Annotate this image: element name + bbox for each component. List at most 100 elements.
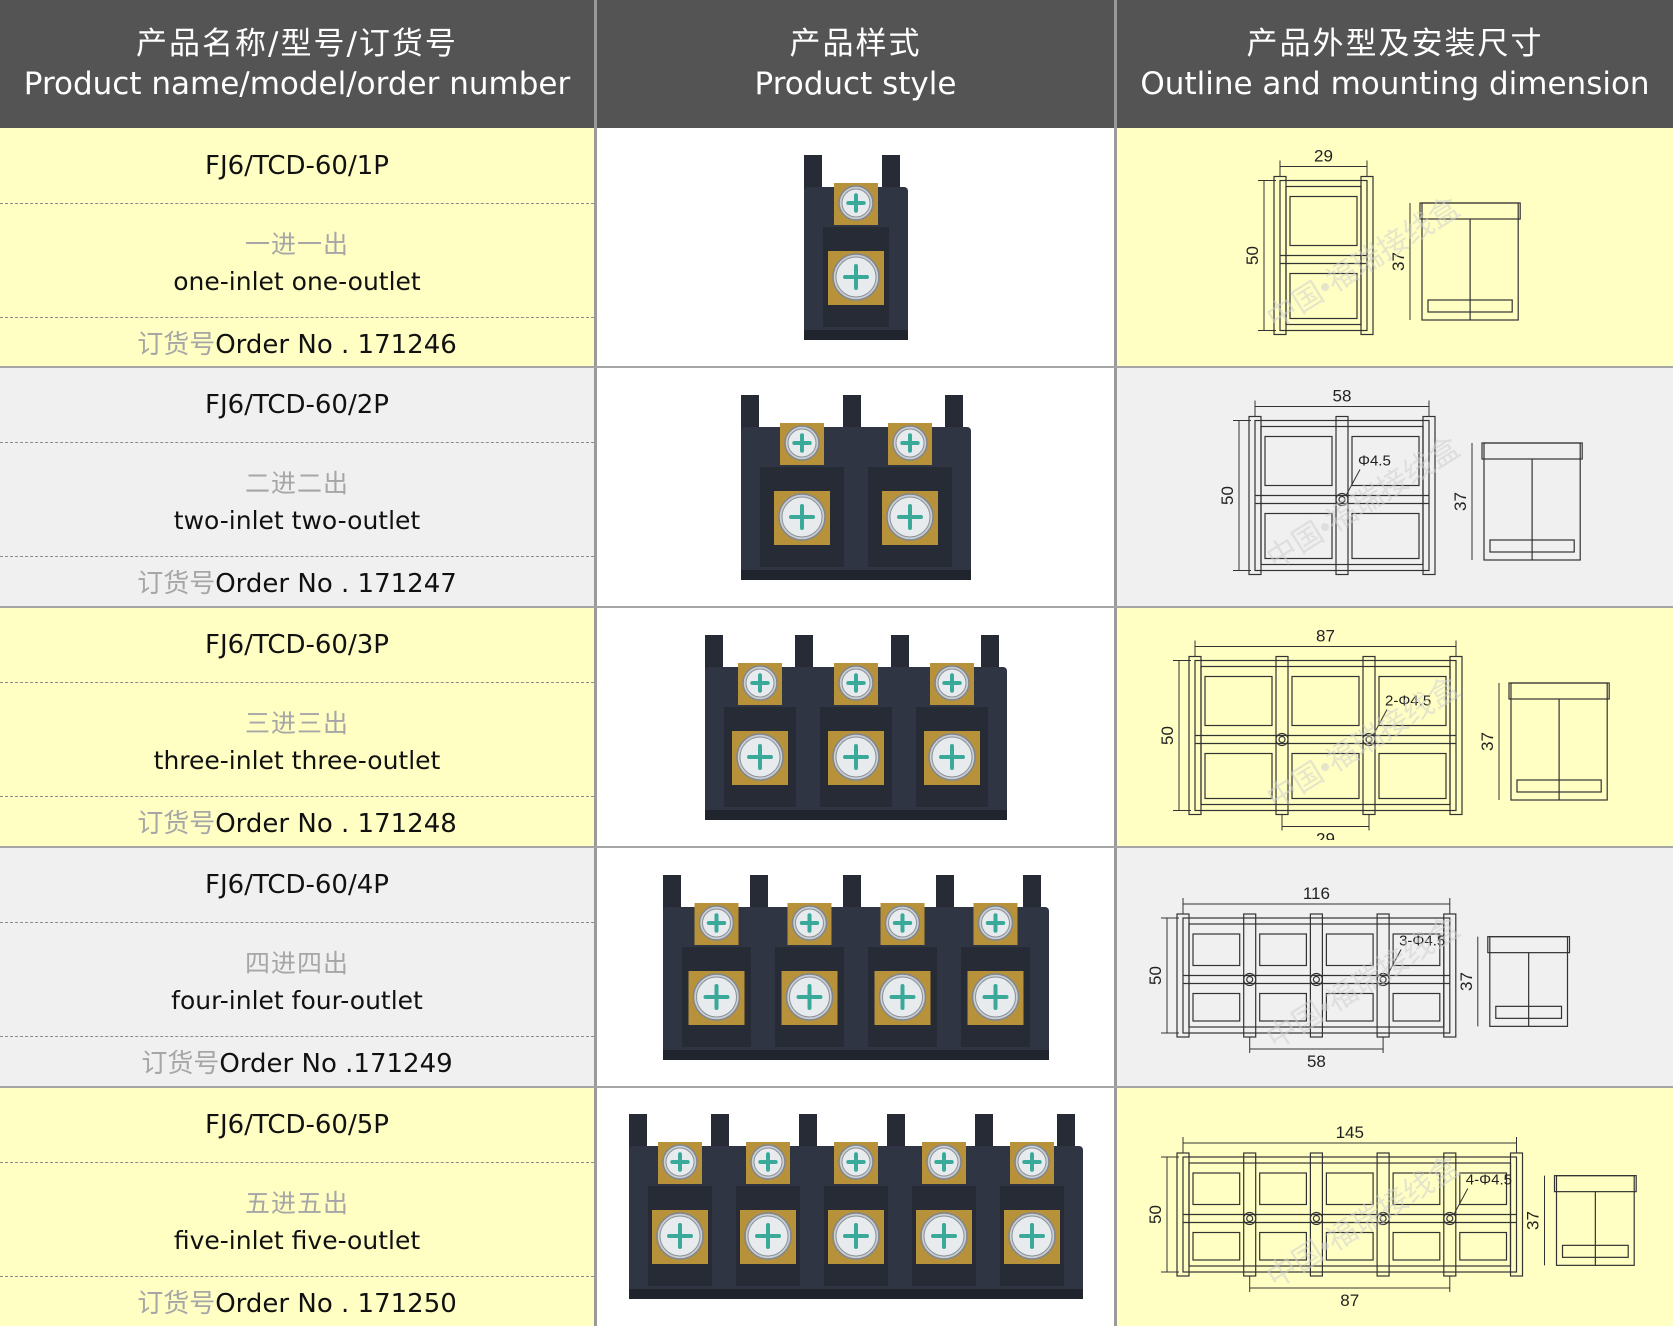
- screw-icon: [842, 264, 869, 290]
- depth-label: 37: [1524, 1211, 1543, 1230]
- description-zh: 一进一出: [244, 230, 349, 259]
- product-photo-cell: [597, 128, 1114, 367]
- header-col3-zh: 产品外型及安装尺寸: [1246, 25, 1544, 62]
- block-base: [662, 1049, 1049, 1060]
- screw-icon: [754, 1223, 781, 1249]
- height-label: 50: [1218, 486, 1237, 505]
- order-number: 订货号Order No .171249: [141, 1048, 453, 1079]
- divider-rib: [1376, 1152, 1390, 1277]
- leader-line: [1372, 708, 1388, 736]
- rib: [704, 634, 723, 675]
- dimension-lines: [1258, 160, 1411, 331]
- model-number: FJ6/TCD-60/4P: [205, 869, 389, 900]
- block-body: [662, 906, 1049, 1057]
- terminal-block: [628, 1114, 1083, 1299]
- mounting-hole: [1312, 1214, 1320, 1223]
- screw-icon: [757, 1152, 778, 1172]
- side-base: [1489, 538, 1575, 553]
- mounting-hole: [1246, 975, 1254, 983]
- terminal-window: [1259, 932, 1307, 966]
- header-col1-zh: 产品名称/型号/订货号: [136, 25, 458, 62]
- screw-icon: [842, 743, 869, 770]
- terminal-window: [1264, 512, 1333, 559]
- mounting-hole: [1338, 495, 1346, 503]
- rib: [628, 1114, 647, 1154]
- mounting-hole: [1309, 972, 1323, 986]
- pitch-label: 87: [1340, 1291, 1359, 1310]
- rib: [842, 874, 861, 915]
- terminal-window: [1289, 272, 1358, 320]
- product-info-cell: FJ6/TCD-60/4P 四进四出 four-inlet four-outle…: [0, 847, 594, 1087]
- screw-icon: [938, 743, 965, 770]
- order-number: 订货号Order No . 171247: [137, 568, 457, 599]
- mounting-hole: [1446, 1214, 1454, 1223]
- product-photo-cell: [597, 847, 1114, 1087]
- screw-icon: [796, 983, 822, 1010]
- screw-icon: [889, 983, 915, 1010]
- side-base: [1516, 778, 1602, 793]
- terminal-window: [1192, 932, 1241, 966]
- rib: [842, 394, 861, 435]
- terminal-window: [1351, 512, 1420, 559]
- product-info-cell: FJ6/TCD-60/1P 一进一出 one-inlet one-outlet …: [0, 128, 594, 367]
- description-zh: 三进三出: [244, 709, 349, 738]
- terminal-block: [704, 634, 1007, 820]
- header-col3-en: Outline and mounting dimension: [1140, 66, 1650, 102]
- terminal-window: [1192, 992, 1241, 1022]
- table-row: FJ6/TCD-60/2P 二进二出 two-inlet two-outlet …: [0, 367, 1673, 607]
- side-view: [1419, 202, 1521, 321]
- dimension-lines: [1173, 640, 1500, 830]
- mounting-hole: [1376, 1211, 1390, 1226]
- pitch-label: 29: [1316, 829, 1335, 840]
- mounting-hole: [1243, 1211, 1257, 1226]
- description-en: three-inlet three-outlet: [153, 746, 441, 775]
- divider-rib: [1335, 415, 1349, 575]
- header-col2-zh: 产品样式: [789, 25, 922, 62]
- description-en: two-inlet two-outlet: [173, 506, 421, 535]
- screw-icon: [1021, 1152, 1042, 1172]
- mounting-hole: [1379, 1214, 1387, 1223]
- rib: [1056, 1114, 1075, 1154]
- table-header: 产品名称/型号/订货号 Product name/model/order num…: [0, 0, 1673, 128]
- side-view: [1481, 441, 1583, 561]
- hole-label: 2-Φ4.5: [1385, 692, 1431, 709]
- screw-icon: [749, 672, 770, 693]
- mounting-hole: [1243, 972, 1257, 986]
- pitch-label: 58: [1307, 1052, 1326, 1071]
- terminal-block: [803, 155, 908, 340]
- terminal-block-photo: [628, 1114, 1083, 1299]
- rib: [974, 1114, 993, 1154]
- mounting-hole: [1278, 735, 1286, 743]
- product-photo-cell: [597, 607, 1114, 847]
- screw-icon: [941, 672, 962, 693]
- hole-label: 3-Φ4.5: [1399, 932, 1445, 949]
- side-base: [1495, 1005, 1563, 1019]
- mounting-hole: [1309, 1211, 1323, 1226]
- table-row: FJ6/TCD-60/3P 三进三出 three-inlet three-out…: [0, 607, 1673, 847]
- rib: [1022, 874, 1041, 915]
- rib: [886, 1114, 905, 1154]
- screw-icon: [845, 193, 866, 213]
- column-divider: [594, 0, 597, 1326]
- terminal-window: [1259, 992, 1307, 1022]
- block-base: [803, 330, 908, 340]
- terminal-block-photo: [662, 874, 1049, 1060]
- row-divider: [0, 846, 1673, 848]
- screw-icon: [1018, 1223, 1045, 1249]
- product-photo-cell: [597, 367, 1114, 607]
- rib: [935, 874, 954, 915]
- screw-icon: [799, 912, 819, 933]
- product-photo-cell: [597, 1087, 1114, 1326]
- terminal-window: [1291, 675, 1360, 726]
- leader-line: [1453, 1188, 1469, 1215]
- terminal-window: [1325, 1172, 1374, 1206]
- mounting-hole: [1362, 732, 1376, 746]
- terminal-window: [1204, 675, 1273, 726]
- terminal-window: [1459, 1231, 1508, 1261]
- dimension-lines: [1233, 400, 1473, 571]
- order-number: 订货号Order No . 171248: [137, 808, 457, 839]
- rib: [890, 634, 909, 675]
